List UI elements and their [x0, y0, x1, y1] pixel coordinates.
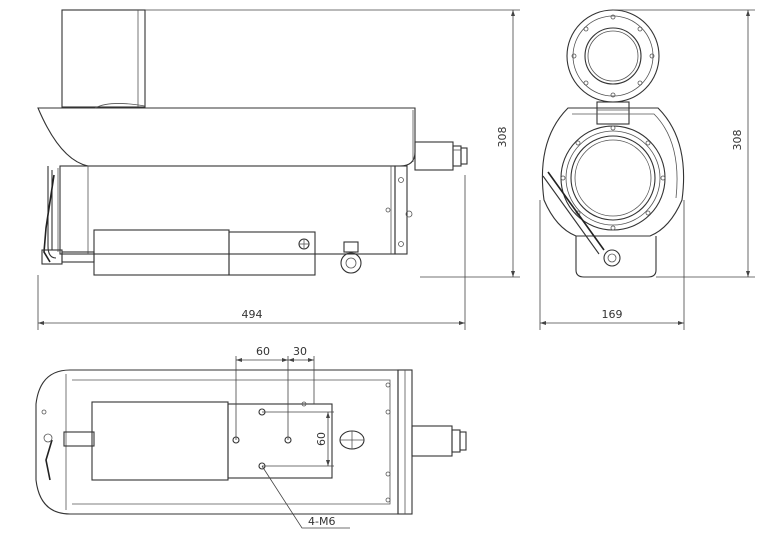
camera-body [91, 401, 229, 481]
dim-side-height: 308 [496, 127, 509, 148]
front-view [539, 9, 755, 330]
mount-plate [227, 403, 333, 479]
dim-front-width: 169 [602, 308, 623, 321]
dim-front-height: 308 [731, 130, 744, 151]
housing-body [59, 165, 396, 255]
dim-side-length: 494 [242, 308, 263, 321]
side-view [37, 9, 520, 330]
top-view [35, 356, 467, 529]
front-lid [566, 9, 660, 103]
bottom-mount [93, 229, 230, 276]
front-housing [541, 107, 685, 237]
dim-hole-spacing-b: 30 [293, 345, 307, 358]
dim-hole-spacing-a: 60 [256, 345, 270, 358]
callout-mount-holes: 4-M6 [308, 515, 335, 528]
dim-hole-spacing-v: 60 [315, 432, 328, 446]
sunshield-top [61, 9, 146, 108]
sunshield [37, 107, 416, 167]
top-housing [35, 369, 399, 515]
